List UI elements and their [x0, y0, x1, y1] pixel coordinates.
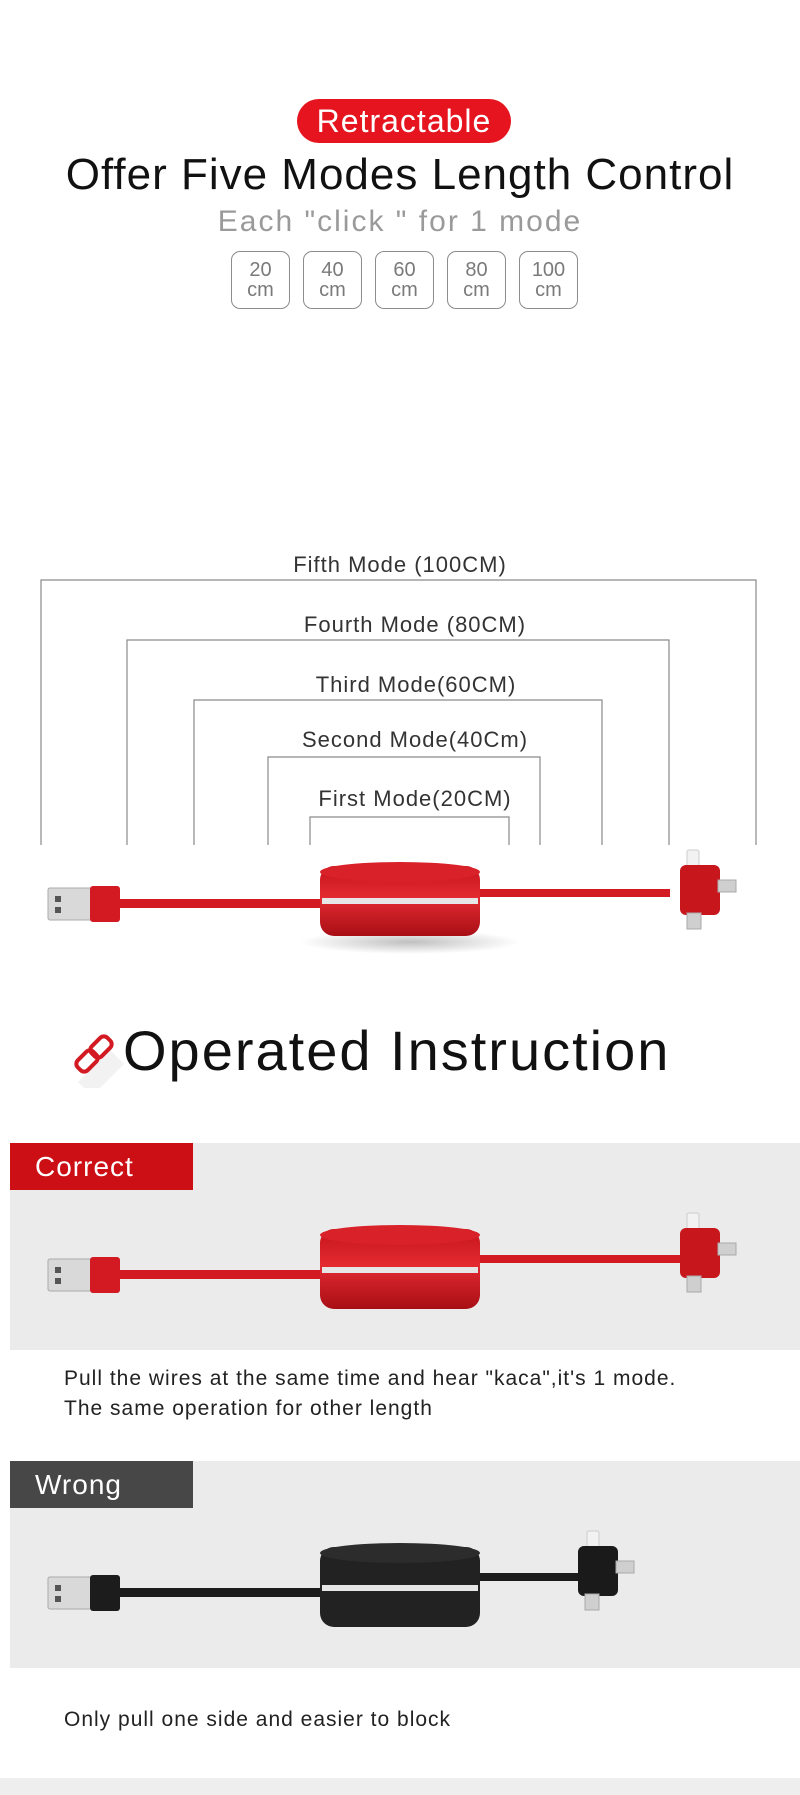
- mode-label-third: Third Mode(60CM): [315, 672, 517, 697]
- length-unit: cm: [391, 279, 418, 301]
- length-box-60: 60 cm: [375, 251, 434, 309]
- instruction-title: Operated Instruction: [123, 1019, 671, 1082]
- length-unit: cm: [319, 279, 346, 301]
- length-box-80: 80 cm: [447, 251, 506, 309]
- mode-label-fifth: Fifth Mode (100CM): [293, 552, 507, 577]
- length-value: 20: [249, 259, 272, 281]
- length-value: 40: [321, 259, 344, 281]
- correct-caption-line1: Pull the wires at the same time and hear…: [64, 1367, 677, 1390]
- correct-caption: Pull the wires at the same time and hear…: [64, 1364, 676, 1424]
- black-cable-wrong-illustration: [47, 1530, 635, 1627]
- bracket-second: [267, 756, 541, 845]
- length-modes: 20 cm 40 cm 60 cm 80 cm 100 cm: [231, 251, 578, 309]
- length-box-20: 20 cm: [231, 251, 290, 309]
- page-title: Offer Five Modes Length Control: [65, 150, 735, 199]
- mode-label-fourth: Fourth Mode (80CM): [303, 612, 527, 637]
- correct-caption-line2: The same operation for other length: [64, 1397, 433, 1420]
- chain-link-icon: [74, 1034, 124, 1088]
- mode-label-first: First Mode(20CM): [318, 786, 512, 811]
- instruction-heading: Operated Instruction: [0, 1018, 800, 1088]
- length-mode-diagram: Fifth Mode (100CM) Fourth Mode (80CM) Th…: [0, 540, 800, 960]
- wrong-caption: Only pull one side and easier to block: [64, 1708, 452, 1731]
- length-unit: cm: [463, 279, 490, 301]
- bottom-divider: [0, 1778, 800, 1795]
- bracket-first: [309, 816, 510, 845]
- bracket-fourth: [126, 639, 670, 845]
- red-cable-correct-illustration: [47, 1212, 737, 1309]
- mode-brackets: [40, 579, 757, 954]
- correct-tag: Correct: [10, 1143, 193, 1190]
- length-box-40: 40 cm: [303, 251, 362, 309]
- length-unit: cm: [535, 279, 562, 301]
- wrong-panel: [10, 1461, 800, 1668]
- length-unit: cm: [247, 279, 274, 301]
- bracket-fifth: [40, 579, 757, 845]
- length-value: 80: [465, 259, 488, 281]
- length-box-100: 100 cm: [519, 251, 578, 309]
- length-value: 100: [531, 259, 566, 281]
- bracket-third: [193, 699, 603, 845]
- mode-label-second: Second Mode(40Cm): [301, 727, 529, 752]
- page-subtitle: Each "click " for 1 mode: [217, 205, 583, 238]
- retractable-badge: Retractable: [297, 99, 511, 143]
- length-value: 60: [393, 259, 416, 281]
- red-cable-illustration: [47, 849, 737, 954]
- wrong-tag: Wrong: [10, 1461, 193, 1508]
